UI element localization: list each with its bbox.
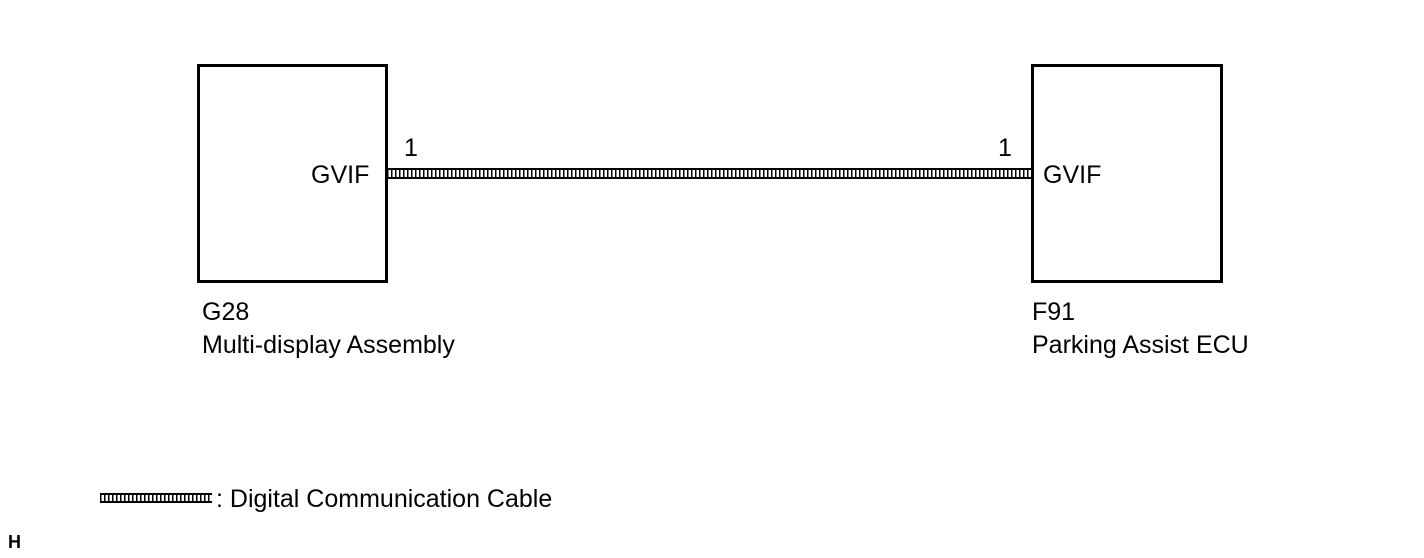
left-terminal-label: GVIF: [311, 161, 370, 189]
right-component-code: F91: [1032, 298, 1076, 326]
digital-communication-cable: [387, 168, 1033, 179]
right-component-name: Parking Assist ECU: [1032, 331, 1249, 359]
multi-display-assembly-box: [197, 64, 388, 283]
left-component-code: G28: [202, 298, 250, 326]
parking-assist-ecu-box: [1031, 64, 1223, 283]
right-terminal-label: GVIF: [1043, 161, 1102, 189]
left-pin-number: 1: [404, 134, 418, 162]
corner-mark: H: [8, 532, 21, 552]
right-pin-number: 1: [998, 134, 1012, 162]
legend-text: : Digital Communication Cable: [216, 485, 553, 513]
left-component-name: Multi-display Assembly: [202, 331, 455, 359]
legend-cable-symbol: [100, 493, 212, 503]
